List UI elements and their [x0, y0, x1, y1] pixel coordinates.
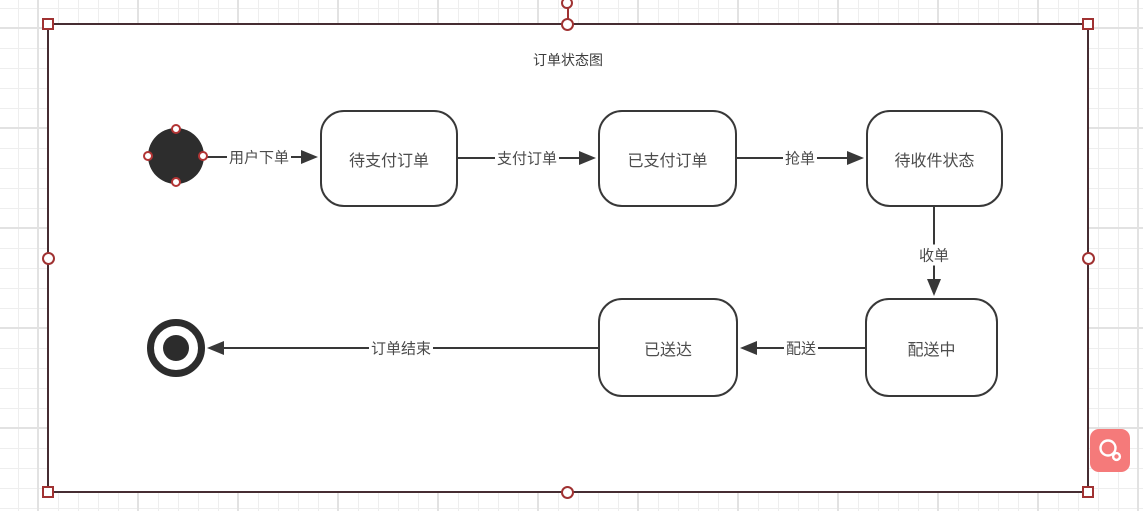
selection-handle-ne[interactable]: [1082, 18, 1094, 30]
state-paid[interactable]: 已支付订单: [598, 110, 737, 207]
final-state-dot: [163, 335, 189, 361]
final-state-node[interactable]: [147, 319, 205, 377]
diagram-title[interactable]: 订单状态图: [533, 52, 603, 68]
selection-handle-w[interactable]: [42, 252, 55, 265]
transition-label-pay-order[interactable]: 支付订单: [494, 147, 560, 169]
state-pending-payment[interactable]: 待支付订单: [320, 110, 458, 207]
arrowhead-icon: [301, 150, 318, 164]
selection-handle-e[interactable]: [1082, 252, 1095, 265]
selection-handle-sw[interactable]: [42, 486, 54, 498]
state-delivering[interactable]: 配送中: [865, 298, 998, 397]
transition-label-order-end[interactable]: 订单结束: [368, 337, 434, 359]
rotation-handle[interactable]: [561, 0, 573, 9]
selection-handle-n[interactable]: [561, 18, 574, 31]
transition-label-receive-order[interactable]: 收单: [916, 244, 952, 266]
rotation-handle-stem: [567, 6, 569, 19]
state-awaiting-receipt[interactable]: 待收件状态: [866, 110, 1003, 207]
zoom-preview-button[interactable]: [1090, 429, 1130, 472]
selection-handle-s[interactable]: [561, 486, 574, 499]
arrowhead-icon: [579, 151, 596, 165]
arrowhead-icon: [740, 341, 757, 355]
arrowhead-icon: [207, 341, 224, 355]
connection-point-handle[interactable]: [198, 151, 208, 161]
diagram-page[interactable]: [47, 23, 1089, 493]
initial-state-node[interactable]: [148, 128, 204, 184]
arrowhead-icon: [847, 151, 864, 165]
transition-label-deliver[interactable]: 配送: [783, 337, 819, 359]
connection-point-handle[interactable]: [171, 124, 181, 134]
connection-point-handle[interactable]: [171, 177, 181, 187]
transition-label-grab-order[interactable]: 抢单: [782, 147, 818, 169]
arrowhead-icon: [927, 279, 941, 296]
selection-handle-se[interactable]: [1082, 486, 1094, 498]
transition-label-user-place-order[interactable]: 用户下单: [226, 146, 292, 168]
connection-point-handle[interactable]: [143, 151, 153, 161]
state-delivered[interactable]: 已送达: [598, 298, 738, 397]
selection-handle-nw[interactable]: [42, 18, 54, 30]
magnifier-icon: [1099, 438, 1122, 461]
